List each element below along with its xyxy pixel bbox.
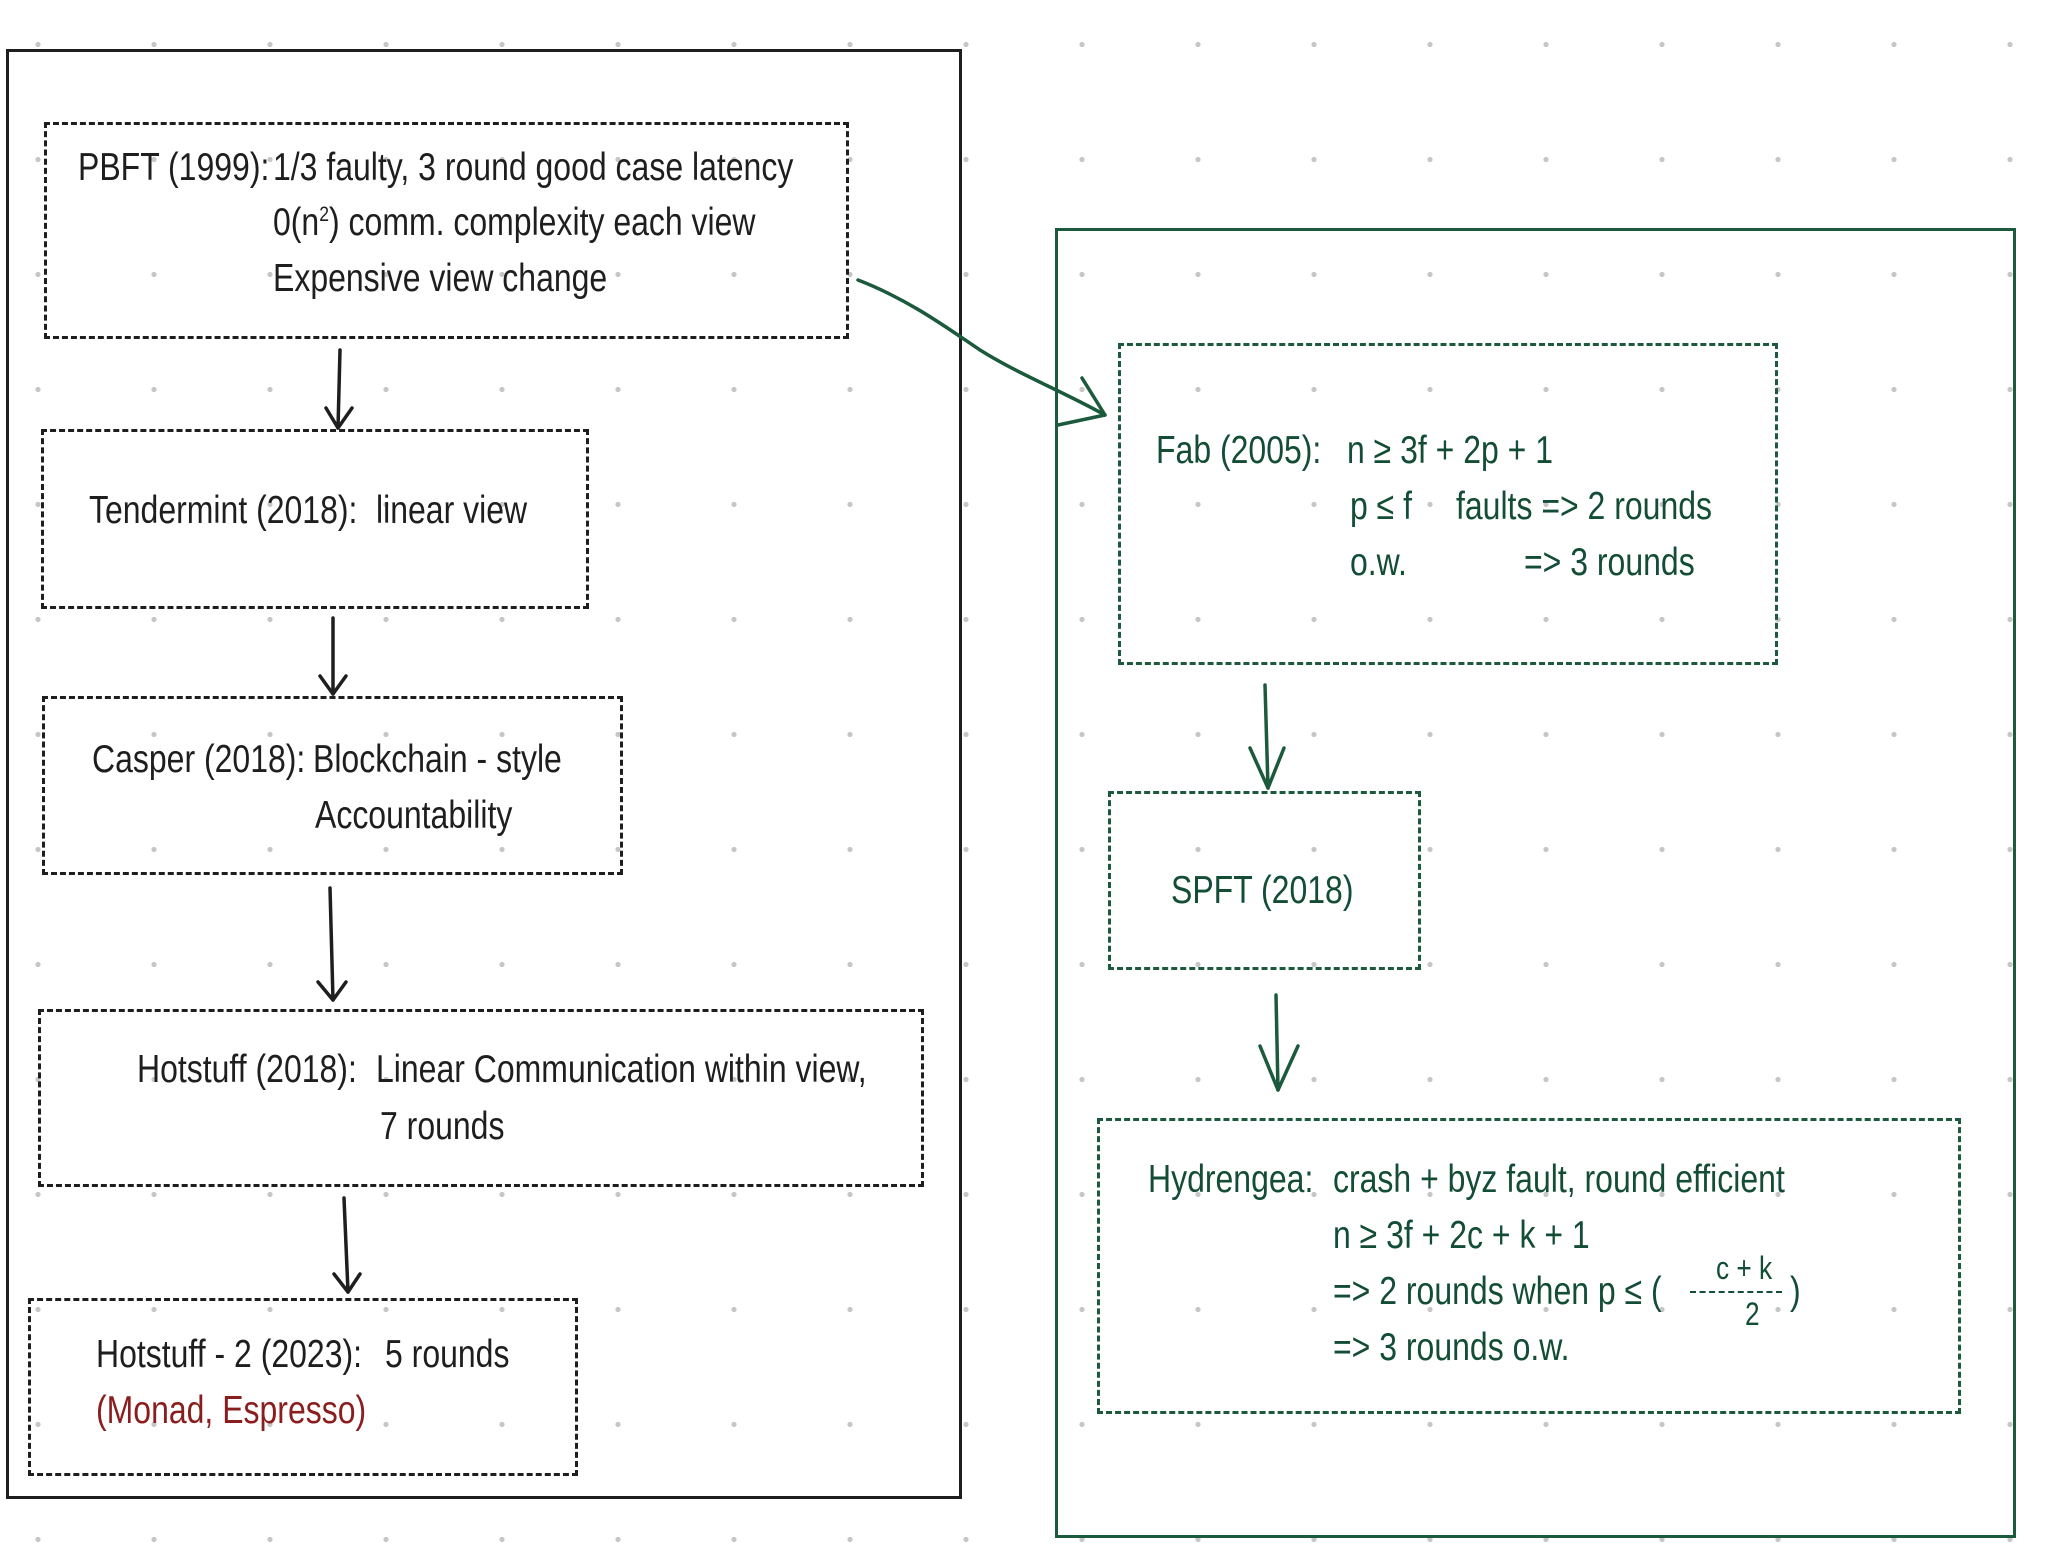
pbft-box bbox=[44, 122, 849, 339]
hotstuff2-box bbox=[28, 1298, 578, 1476]
fast-path-protocols-panel bbox=[1055, 228, 2016, 1538]
hydrengea-fraction-denominator: 2 bbox=[1745, 1296, 1760, 1332]
fab-box bbox=[1118, 343, 1778, 665]
arrowhead-pbft-to-tendermint bbox=[324, 406, 354, 430]
tendermint-box bbox=[41, 429, 589, 609]
casper-title: Casper (2018): bbox=[92, 738, 306, 781]
hydrengea-three-rounds: => 3 rounds o.w. bbox=[1333, 1326, 1570, 1369]
hotstuff-desc-1: Linear Communication within view, bbox=[376, 1048, 867, 1091]
arrow-casper-to-hotstuff bbox=[328, 886, 335, 1002]
pbft-complexity-exponent: 2 bbox=[319, 202, 330, 226]
hotstuff-title: Hotstuff (2018): bbox=[137, 1048, 357, 1091]
arrow-hotstuff-to-hotstuff2 bbox=[342, 1196, 350, 1294]
arrow-spft-to-hydrengea bbox=[1274, 993, 1280, 1092]
fab-three-rounds: => 3 rounds bbox=[1524, 541, 1695, 584]
pbft-title: PBFT (1999): bbox=[78, 146, 270, 189]
hotstuff-desc-2: 7 rounds bbox=[380, 1105, 505, 1148]
pbft-view-change: Expensive view change bbox=[273, 257, 608, 300]
pbft-complexity: 0(n2) comm. complexity each view bbox=[273, 203, 756, 242]
hydrengea-fraction-close: ) bbox=[1790, 1270, 1801, 1313]
hydrengea-title: Hydrengea: bbox=[1148, 1158, 1314, 1201]
legacy-protocols-panel bbox=[6, 49, 962, 1499]
casper-box bbox=[42, 696, 623, 875]
hotstuff2-desc: 5 rounds bbox=[385, 1333, 510, 1376]
hydrengea-desc: crash + byz fault, round efficient bbox=[1333, 1158, 1785, 1201]
fab-otherwise: o.w. bbox=[1350, 541, 1407, 584]
hotstuff2-title: Hotstuff - 2 (2023): bbox=[96, 1333, 363, 1376]
casper-desc-2: Accountability bbox=[315, 794, 513, 837]
hotstuff-box bbox=[38, 1009, 924, 1187]
fab-two-rounds: faults => 2 rounds bbox=[1456, 485, 1713, 528]
arrowhead-fab-to-spft bbox=[1248, 746, 1286, 790]
fab-p-bound: p ≤ f bbox=[1350, 485, 1412, 528]
hydrengea-box bbox=[1097, 1118, 1961, 1414]
arrowhead-hotstuff-to-hotstuff2 bbox=[332, 1272, 362, 1294]
arrow-pbft-to-fab bbox=[856, 278, 1107, 417]
fab-title: Fab (2005): bbox=[1156, 429, 1322, 472]
pbft-complexity-post: ) comm. complexity each view bbox=[329, 201, 756, 244]
spft-title: SPFT (2018) bbox=[1171, 869, 1354, 912]
hotstuff2-adopters: (Monad, Espresso) bbox=[96, 1389, 367, 1432]
hydrengea-condition: n ≥ 3f + 2c + k + 1 bbox=[1333, 1214, 1590, 1257]
tendermint-desc: linear view bbox=[376, 489, 528, 532]
hydrengea-fraction-numerator: c + k bbox=[1716, 1250, 1773, 1286]
arrowhead-tendermint-to-casper bbox=[318, 674, 348, 696]
tendermint-title: Tendermint (2018): bbox=[89, 489, 358, 532]
arrowhead-spft-to-hydrengea bbox=[1258, 1044, 1300, 1092]
pbft-complexity-pre: 0(n bbox=[273, 201, 320, 244]
arrow-fab-to-spft bbox=[1263, 683, 1270, 790]
fab-condition: n ≥ 3f + 2p + 1 bbox=[1347, 429, 1554, 472]
arrowhead-pbft-to-fab bbox=[1056, 376, 1107, 427]
spft-box bbox=[1108, 791, 1421, 970]
arrow-pbft-to-tendermint bbox=[336, 348, 342, 430]
arrowhead-casper-to-hotstuff bbox=[316, 980, 348, 1002]
casper-desc-1: Blockchain - style bbox=[313, 738, 562, 781]
pbft-fault-tolerance: 1/3 faulty, 3 round good case latency bbox=[273, 146, 794, 189]
hydrengea-fraction-bar bbox=[1690, 1291, 1782, 1293]
hydrengea-two-rounds: => 2 rounds when p ≤ ( bbox=[1333, 1270, 1662, 1313]
